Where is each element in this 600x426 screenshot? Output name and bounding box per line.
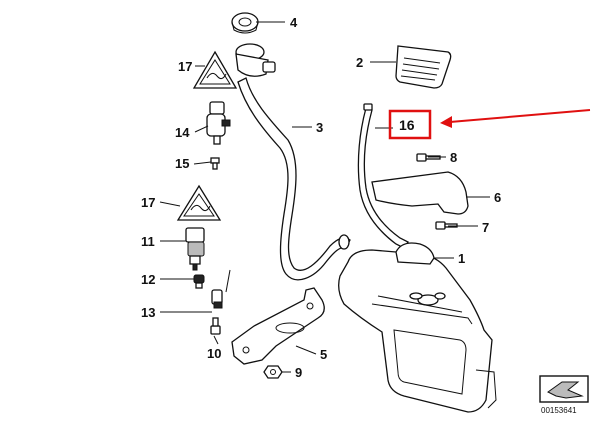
part-3-filler-hose xyxy=(235,43,351,281)
label-part-3: 3 xyxy=(316,120,323,135)
highlight-arrowhead xyxy=(440,116,452,128)
part-9-nut xyxy=(263,365,283,379)
label-part-7: 7 xyxy=(482,220,489,235)
label-part-4: 4 xyxy=(290,15,298,30)
arrow-icon xyxy=(547,381,584,399)
part-11-washer-pump xyxy=(185,227,205,271)
leader-lines xyxy=(159,21,490,373)
reference-logo: 00153641 xyxy=(539,375,589,415)
part-17-warning-label-top xyxy=(192,50,238,89)
part-2-label-plate xyxy=(395,45,452,89)
highlight-arrow-line xyxy=(449,109,591,123)
label-part-15: 15 xyxy=(175,156,189,171)
label-part-1: 1 xyxy=(458,251,465,266)
part-5-mounting-bracket xyxy=(231,287,325,365)
part-15-screw xyxy=(210,157,220,170)
part-10-bolt xyxy=(210,317,221,335)
label-part-5: 5 xyxy=(320,347,327,362)
label-part-6: 6 xyxy=(494,190,501,205)
part-12-grommet xyxy=(193,274,205,289)
hose-end-cap xyxy=(363,103,373,111)
label-part-11: 11 xyxy=(141,234,155,249)
reference-number: 00153641 xyxy=(541,406,577,415)
part-1-reservoir xyxy=(338,242,497,413)
part-17-warning-label-bottom xyxy=(176,184,222,221)
label-part-10: 10 xyxy=(207,346,221,361)
part-14-washer-pump xyxy=(206,101,231,145)
part-13-level-sensor xyxy=(211,269,231,309)
label-part-17-top: 17 xyxy=(178,59,192,74)
label-part-13: 13 xyxy=(141,305,155,320)
part-4-filler-cap xyxy=(231,12,259,34)
label-part-16: 16 xyxy=(399,117,415,133)
highlight-box xyxy=(388,109,432,140)
part-6-bracket xyxy=(371,171,469,215)
label-part-2: 2 xyxy=(356,55,363,70)
label-part-17-bottom: 17 xyxy=(141,195,155,210)
highlight-callout: 16 xyxy=(388,109,591,140)
label-part-8: 8 xyxy=(450,150,457,165)
label-part-9: 9 xyxy=(295,365,302,380)
label-part-12: 12 xyxy=(141,272,155,287)
label-part-14: 14 xyxy=(175,125,190,140)
